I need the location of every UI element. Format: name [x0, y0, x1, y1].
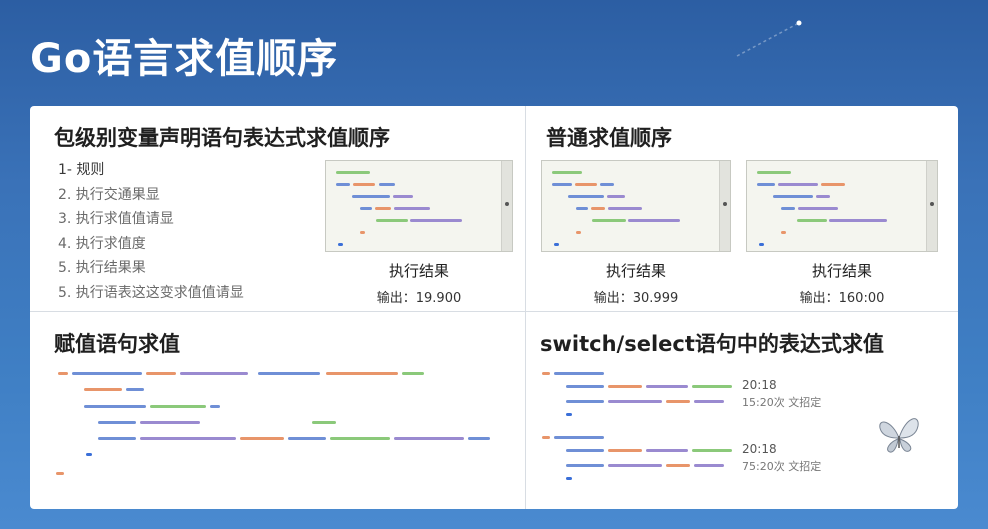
code-scrollbar[interactable] — [719, 161, 730, 251]
content-card: 包级别变量声明语句表达式求值顺序 1- 规则 2. 执行交通果显 3. 执行求值… — [30, 106, 958, 509]
result-value: 输出：160:00 — [799, 291, 885, 306]
normal-code-panel-1 — [541, 160, 731, 252]
normal-result-1: 执行结果 输出：30.999 — [541, 260, 731, 306]
result-value: 输出：30.999 — [593, 291, 679, 306]
result-label: 执行结果 — [605, 262, 666, 280]
switch-section-title: switch/select语句中的表达式求值 — [540, 332, 884, 356]
assign-section-title: 赋值语句求值 — [54, 332, 180, 356]
rule-item: 1- 规则 — [58, 162, 105, 178]
normal-section-title: 普通求值顺序 — [546, 126, 672, 150]
switch-annotation: 20:18 — [742, 442, 777, 456]
comet-icon — [736, 20, 802, 57]
rule-item: 5. 执行语表这这变求值值请显 — [58, 284, 244, 301]
normal-result-2: 执行结果 输出：160:00 — [746, 260, 938, 306]
switch-annotation: 75:20次 文招定 — [742, 460, 822, 473]
switch-annotation: 15:20次 文招定 — [742, 396, 822, 409]
horizontal-divider — [30, 311, 958, 312]
result-label: 执行结果 — [388, 262, 449, 280]
vertical-divider — [525, 106, 526, 509]
result-label: 执行结果 — [811, 262, 872, 280]
butterfly-icon — [879, 418, 919, 453]
code-scrollbar[interactable] — [926, 161, 937, 251]
package-result: 执行结果 输出：19.900 — [325, 260, 513, 306]
package-rules-list: 1- 规则 2. 执行交通果显 3. 执行求值值请显 4. 执行求值度 5. 执… — [58, 158, 244, 305]
rule-item: 4. 执行求值度 — [58, 235, 146, 252]
rule-item: 3. 执行求值值请显 — [58, 211, 174, 227]
page-title: Go语言求值顺序 — [30, 36, 339, 82]
rule-item: 5. 执行结果果 — [58, 260, 146, 276]
normal-code-panel-2 — [746, 160, 938, 252]
package-code-panel — [325, 160, 513, 252]
package-section-title: 包级别变量声明语句表达式求值顺序 — [54, 126, 390, 150]
code-scrollbar[interactable] — [501, 161, 512, 251]
result-value: 输出：19.900 — [376, 291, 462, 306]
rule-item: 2. 执行交通果显 — [58, 186, 160, 203]
switch-annotation: 20:18 — [742, 378, 777, 392]
